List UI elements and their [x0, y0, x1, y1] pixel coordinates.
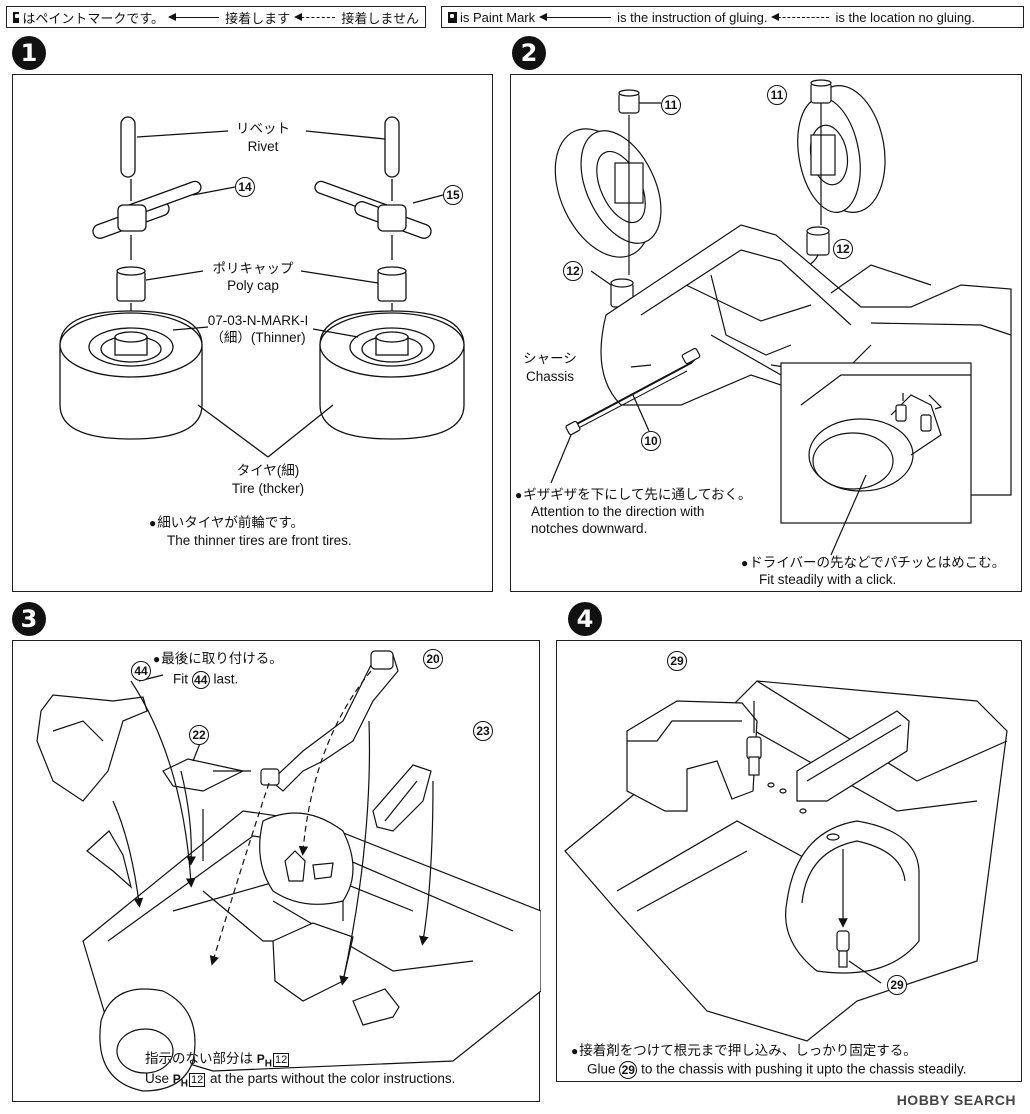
no-glue-arrow-icon: [771, 12, 830, 21]
paint-mark-icon: [448, 11, 457, 23]
part-29b-number: 29: [887, 975, 907, 995]
legend-jp-no-glue: 接着しません: [341, 10, 419, 26]
step-1-note-jp: 細いタイヤが前輪です。: [149, 515, 304, 531]
part-10-number: 10: [641, 431, 661, 451]
part-29a-number: 29: [667, 651, 687, 671]
step-3-note-en-pre: Fit: [173, 671, 188, 687]
part-22-number: 22: [189, 725, 209, 745]
rivet-en-label: Rivet: [247, 139, 279, 154]
step-2-note2-en: Fit steadily with a click.: [759, 572, 897, 587]
legend-english: is Paint Mark is the instruction of glui…: [441, 6, 1024, 28]
tire-jp-label: タイヤ(細): [236, 463, 300, 478]
part-11b-number: 11: [767, 85, 787, 105]
paint-mark-h-icon: PH: [256, 1052, 273, 1070]
part-12b-number: 12: [833, 239, 853, 259]
step-1-illustration: [59, 116, 465, 458]
paint-mark-h-icon: PH: [172, 1072, 189, 1090]
part-15-number: 15: [443, 185, 463, 205]
step-3-color-en-post: at the parts without the color instructi…: [210, 1071, 456, 1086]
step-4-badge: 4: [568, 602, 602, 636]
legend-jp-paint-mark: はペイントマークです。: [22, 10, 165, 26]
paint-mark-icon: [13, 11, 20, 23]
step-1-panel: リベット Rivet 14 15 ポリキャップ Poly cap 07-03-N…: [12, 74, 493, 592]
step-3-badge: 3: [12, 602, 46, 636]
part-14-number: 14: [235, 177, 255, 197]
mark-note-label: （細）(Thinner): [210, 330, 306, 345]
step-4-note-en: Glue 29 to the chassis with pushing it u…: [587, 1061, 967, 1079]
step-3-illustration: [36, 650, 541, 1092]
legend-jp-glue: 接着します: [225, 10, 291, 26]
polycap-en-label: Poly cap: [227, 278, 279, 293]
part-11a-number: 11: [661, 95, 681, 115]
color-code-box-en: 12: [189, 1073, 206, 1087]
part-44-number: 44: [131, 661, 151, 681]
part-12a-number: 12: [563, 261, 583, 281]
step-2-illustration: [550, 79, 1012, 556]
step-2-note1-en-2: notches downward.: [531, 521, 648, 536]
legend-en-no-glue: is the location no gluing.: [835, 9, 975, 25]
step-3-note-en-post: last.: [213, 671, 239, 687]
step-1-note-en: The thinner tires are front tires.: [167, 533, 352, 548]
step-2-panel: 11 11 12 12 10 シャーシ Chassis ギザギザを下にして先に通…: [510, 74, 1022, 592]
part-29-inline-number: 29: [619, 1061, 638, 1079]
part-20-number: 20: [423, 649, 443, 669]
part-44-inline-number: 44: [191, 671, 210, 689]
color-code-box: 12: [273, 1053, 290, 1067]
part-23-number: 23: [473, 721, 493, 741]
rivet-jp-label: リベット: [236, 121, 290, 136]
chassis-en-label: Chassis: [525, 369, 574, 384]
step-4-illustration: [564, 680, 1008, 1042]
step-3-color-en-pre: Use: [145, 1071, 170, 1086]
step-3-note-jp: 最後に取り付ける。: [153, 651, 283, 667]
step-2-note1-jp: ギザギザを下にして先に通しておく。: [515, 487, 751, 503]
chassis-jp-label: シャーシ: [523, 351, 577, 366]
glue-arrow-icon: [539, 12, 612, 21]
step-1-badge: 1: [12, 36, 46, 70]
step-3-panel: 44 22 20 23 最後に取り付ける。 Fit 44 last. 指示のない…: [12, 640, 541, 1102]
glue-arrow-icon: [168, 12, 220, 21]
mark-code-label: 07-03-N-MARK-I: [207, 313, 309, 328]
step-2-note1-en-1: Attention to the direction with: [531, 504, 705, 519]
legend-en-paint-mark: is Paint Mark: [460, 9, 536, 25]
no-glue-arrow-icon: [294, 12, 336, 21]
watermark-text: HOBBY SEARCH: [896, 1092, 1016, 1108]
step-2-note2-jp: ドライバーの先などでパチッとはめこむ。: [741, 555, 1005, 571]
polycap-jp-label: ポリキャップ: [212, 261, 294, 276]
step-2-badge: 2: [512, 36, 546, 70]
tire-en-label: Tire (thcker): [231, 481, 305, 496]
step-4-panel: 29 29 接着剤をつけて根元まで押し込み、しっかり固定する。 Glue 29 …: [556, 640, 1022, 1082]
step-4-note-en-post: to the chassis with pushing it upto the …: [641, 1061, 967, 1077]
step-3-note-en: Fit 44 last.: [173, 671, 238, 689]
step-4-note-jp: 接着剤をつけて根元まで押し込み、しっかり固定する。: [571, 1043, 917, 1059]
step-4-note-en-pre: Glue: [587, 1061, 616, 1077]
legend-japanese: はペイントマークです。 接着します 接着しません: [6, 6, 426, 28]
legend-en-glue: is the instruction of gluing.: [617, 9, 768, 25]
step-3-color-jp-text: 指示のない部分は: [145, 1051, 253, 1066]
